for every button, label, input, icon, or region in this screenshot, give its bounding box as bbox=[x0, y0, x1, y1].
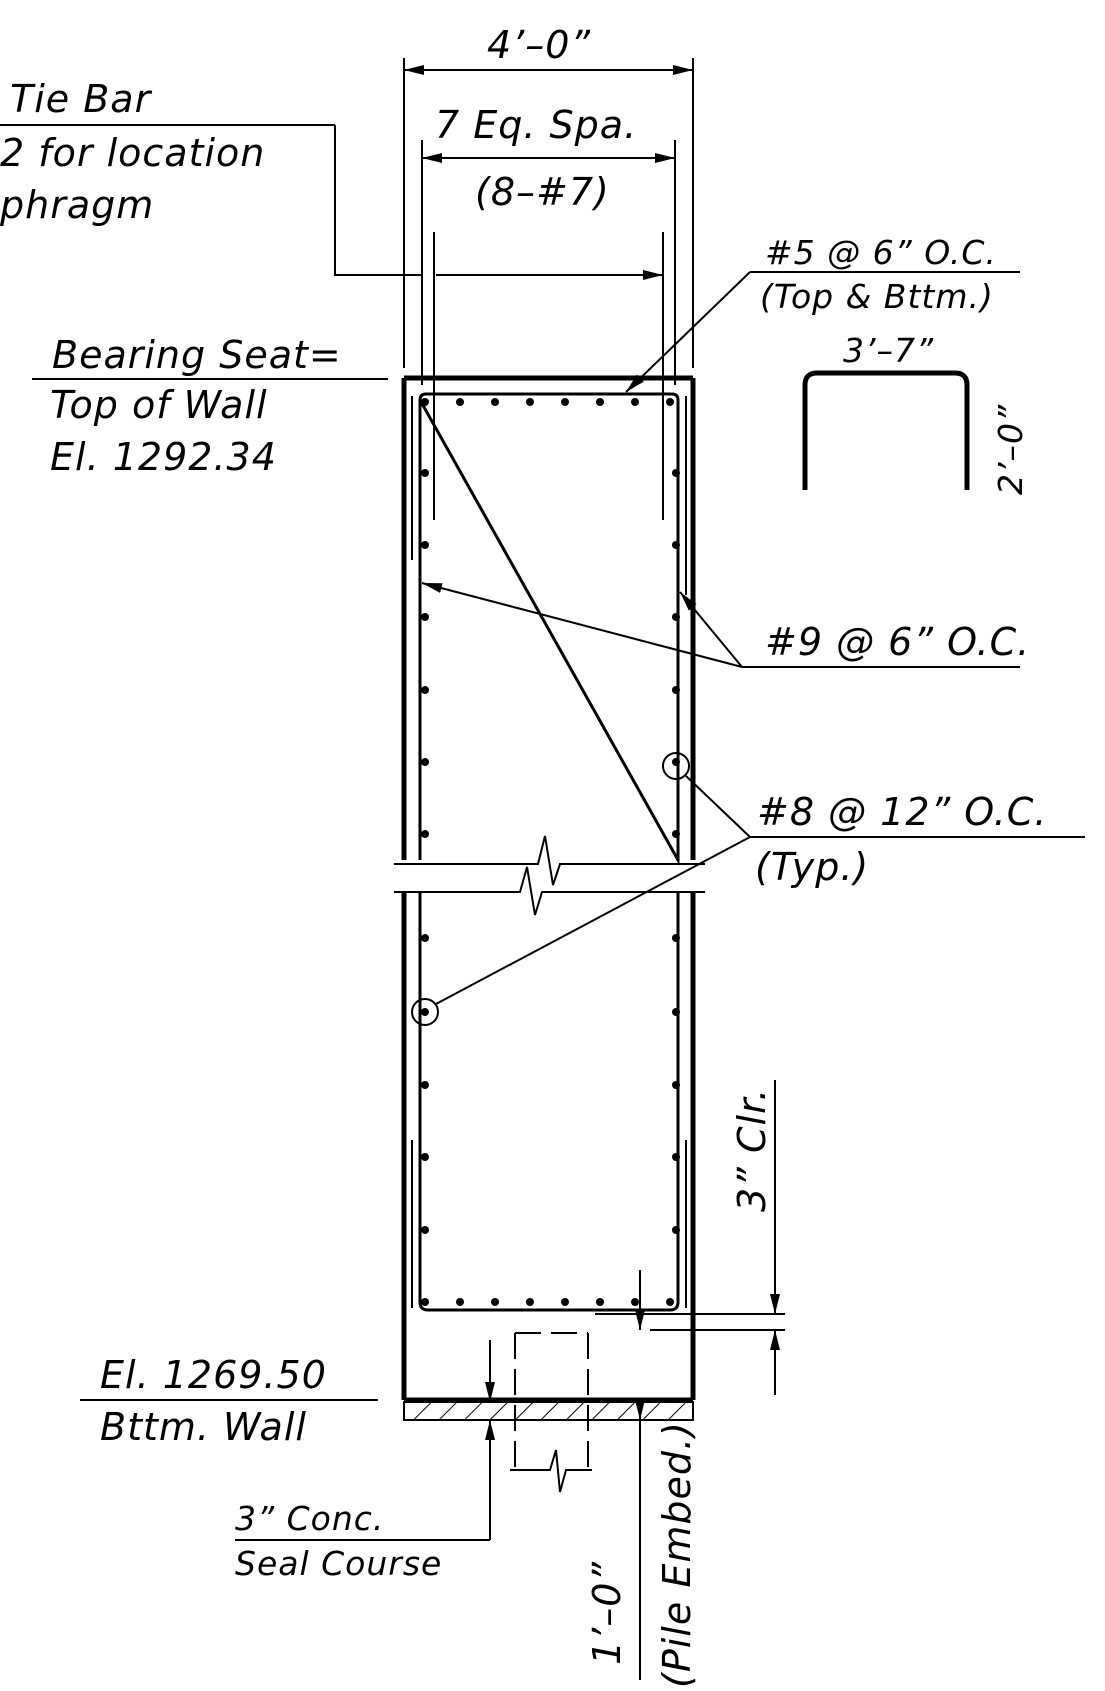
rebar-dot-right bbox=[672, 830, 680, 838]
rebar-dot-bottom bbox=[631, 1298, 639, 1306]
stirrup-label-2: (Top & Bttm.) bbox=[760, 277, 994, 316]
stirrup-detail bbox=[802, 370, 970, 490]
stirrup-label-1: #5 @ 6” O.C. bbox=[765, 233, 997, 272]
rebar-dot-right bbox=[672, 469, 680, 477]
rebar-dot-top bbox=[666, 398, 674, 406]
tie-bar-label-1: Tie Bar bbox=[10, 77, 153, 121]
rebar-dot-left bbox=[421, 1153, 429, 1161]
horizontal-bars-label-1: #8 @ 12” O.C. bbox=[757, 790, 1047, 834]
rebar-dots bbox=[421, 398, 680, 1306]
rebar-dot-top bbox=[561, 398, 569, 406]
tie-bar-label-3: phragm bbox=[0, 183, 154, 227]
vertical-bars-label: #9 @ 6” O.C. bbox=[765, 620, 1030, 664]
rebar-dot-left bbox=[421, 934, 429, 942]
rebar-dot-left bbox=[421, 541, 429, 549]
top-width-dimension bbox=[403, 58, 694, 368]
horizontal-bars-leader bbox=[435, 775, 1085, 1005]
rebar-dot-bottom bbox=[456, 1298, 464, 1306]
rebar-dot-right bbox=[672, 541, 680, 549]
equal-spacing-label: 7 Eq. Spa. bbox=[435, 103, 637, 147]
bar-count-label: (8–#7) bbox=[475, 170, 610, 214]
stirrup-leader bbox=[625, 271, 1020, 393]
rebar-dot-right bbox=[672, 1008, 680, 1016]
rebar-dot-right bbox=[672, 613, 680, 621]
rebar-dot-bottom bbox=[421, 1298, 429, 1306]
clear-cover-dimension bbox=[595, 1080, 785, 1395]
rebar-dot-top bbox=[526, 398, 534, 406]
seal-course-label-2: Seal Course bbox=[235, 1544, 442, 1583]
rebar-dot-left bbox=[421, 758, 429, 766]
rebar-dot-left bbox=[421, 830, 429, 838]
rebar-dot-right bbox=[672, 686, 680, 694]
stirrup-width-label: 3’–7” bbox=[843, 331, 934, 370]
rebar-dot-top bbox=[421, 398, 429, 406]
pile bbox=[510, 1332, 592, 1493]
stirrup-cage bbox=[411, 392, 687, 1312]
clear-cover-label: 3” Clr. bbox=[730, 1088, 774, 1212]
rebar-dot-left bbox=[421, 1008, 429, 1016]
pile-embed-label: (Pile Embed.) bbox=[655, 1421, 699, 1688]
horizontal-bars-label-2: (Typ.) bbox=[755, 845, 869, 889]
bottom-wall-label: Bttm. Wall bbox=[100, 1405, 307, 1449]
rebar-dot-top bbox=[491, 398, 499, 406]
break-line bbox=[394, 835, 705, 916]
rebar-dot-right bbox=[672, 758, 680, 766]
bottom-elevation: El. 1269.50 bbox=[100, 1353, 327, 1397]
wall-outline bbox=[401, 375, 696, 1403]
tie-bar-label-2: 2 for location bbox=[0, 131, 265, 175]
rebar-dot-top bbox=[596, 398, 604, 406]
circled-bar-left bbox=[411, 998, 439, 1026]
rebar-dot-left bbox=[421, 1081, 429, 1089]
rebar-dot-bottom bbox=[526, 1298, 534, 1306]
rebar-dot-bottom bbox=[561, 1298, 569, 1306]
rebar-dot-right bbox=[672, 934, 680, 942]
bearing-seat-label-1: Bearing Seat= bbox=[52, 333, 342, 377]
rebar-dot-bottom bbox=[596, 1298, 604, 1306]
top-width-label: 4’–0” bbox=[487, 23, 591, 67]
rebar-dot-left bbox=[421, 686, 429, 694]
rebar-dot-bottom bbox=[666, 1298, 674, 1306]
bearing-seat-label-2: Top of Wall bbox=[50, 383, 268, 427]
rebar-dot-bottom bbox=[491, 1298, 499, 1306]
rebar-dot-left bbox=[421, 469, 429, 477]
rebar-dot-top bbox=[631, 398, 639, 406]
bearing-seat-elevation: El. 1292.34 bbox=[50, 435, 277, 479]
seal-course-hatch bbox=[403, 1401, 694, 1421]
tie-bar-leader bbox=[0, 124, 664, 520]
seal-course-label-1: 3” Conc. bbox=[235, 1499, 384, 1538]
pile-embed-length: 1’–0” bbox=[585, 1561, 629, 1665]
rebar-dot-left bbox=[421, 613, 429, 621]
rebar-dot-right bbox=[672, 1153, 680, 1161]
circled-bar-right bbox=[662, 752, 690, 780]
rebar-dot-left bbox=[421, 1226, 429, 1234]
vertical-bars-leader bbox=[421, 582, 1020, 668]
rebar-dot-top bbox=[456, 398, 464, 406]
seal-thickness-dimension bbox=[235, 1340, 495, 1541]
rebar-dot-right bbox=[672, 1081, 680, 1089]
stirrup-height-label: 2’–0” bbox=[991, 404, 1030, 495]
rebar-dot-right bbox=[672, 1226, 680, 1234]
